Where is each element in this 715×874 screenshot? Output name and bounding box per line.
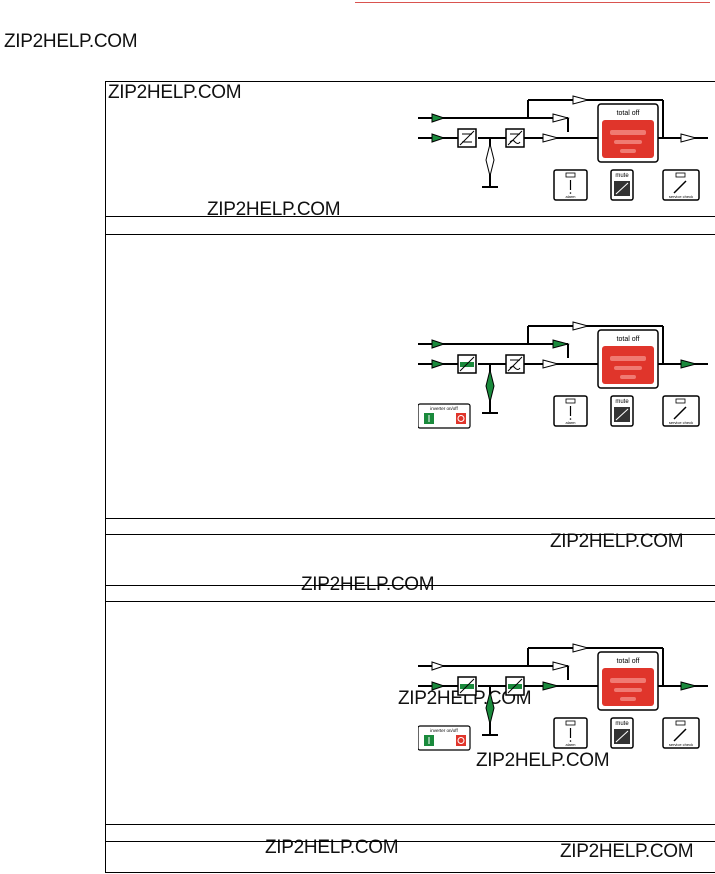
table-row-divider [105,601,715,602]
watermark: ZIP2HELP.COM [207,199,341,220]
inverter-switch-icon [505,128,525,148]
ups-diagram-2: total off inverter on/off alarm mute ser… [418,321,708,429]
svg-text:alarm: alarm [565,420,576,425]
alarm-icon: alarm [553,169,588,201]
bypass-switch-icon [457,354,477,374]
wrench-icon: service check [662,717,700,749]
svg-text:service check: service check [669,742,693,747]
watermark: ZIP2HELP.COM [560,841,694,862]
watermark: ZIP2HELP.COM [108,82,242,103]
inverter-toggle: inverter on/off [418,725,471,751]
watermark: ZIP2HELP.COM [476,750,610,771]
table-row-divider [105,518,715,519]
alarm-icon: alarm [553,717,588,749]
table-row-divider [105,216,715,217]
ups-diagram-3: total off inverter on/off alarm mute ser… [418,643,708,751]
table-row-divider [105,841,715,842]
svg-text:alarm: alarm [565,742,576,747]
inverter-switch-icon [505,354,525,374]
watermark: ZIP2HELP.COM [398,688,532,709]
watermark: ZIP2HELP.COM [301,574,435,595]
mute-icon: mute [610,717,634,749]
mute-icon: mute [610,395,634,427]
svg-text:inverter on/off: inverter on/off [430,406,458,411]
ups-diagram-1: total off alarm mute service check [418,95,708,201]
table-row-divider [105,234,715,235]
svg-text:mute: mute [615,173,629,179]
table-row-divider [105,534,715,535]
watermark: ZIP2HELP.COM [550,531,684,552]
inverter-switch-icon [505,676,525,696]
svg-text:alarm: alarm [565,194,576,199]
mute-icon: mute [610,169,634,201]
header-rule [355,2,710,3]
table-border-left [105,81,106,873]
table-row-divider [105,585,715,586]
svg-text:total off: total off [617,110,640,117]
table-border-bottom [105,872,715,873]
svg-text:inverter on/off: inverter on/off [430,728,458,733]
svg-text:total off: total off [617,658,640,665]
power-off-icon [456,735,466,746]
power-off-icon [456,413,466,424]
svg-text:mute: mute [615,399,629,405]
wrench-icon: service check [662,395,700,427]
table-border-top [105,81,715,82]
svg-text:service check: service check [669,194,693,199]
inverter-toggle: inverter on/off [418,403,471,429]
svg-text:mute: mute [615,721,629,727]
watermark: ZIP2HELP.COM [4,31,138,52]
bypass-switch-icon [457,128,477,148]
wrench-icon: service check [662,169,700,201]
svg-text:service check: service check [669,420,693,425]
watermark: ZIP2HELP.COM [265,837,399,858]
alarm-icon: alarm [553,395,588,427]
table-row-divider [105,824,715,825]
bypass-switch-icon [457,676,477,696]
svg-text:total off: total off [617,336,640,343]
